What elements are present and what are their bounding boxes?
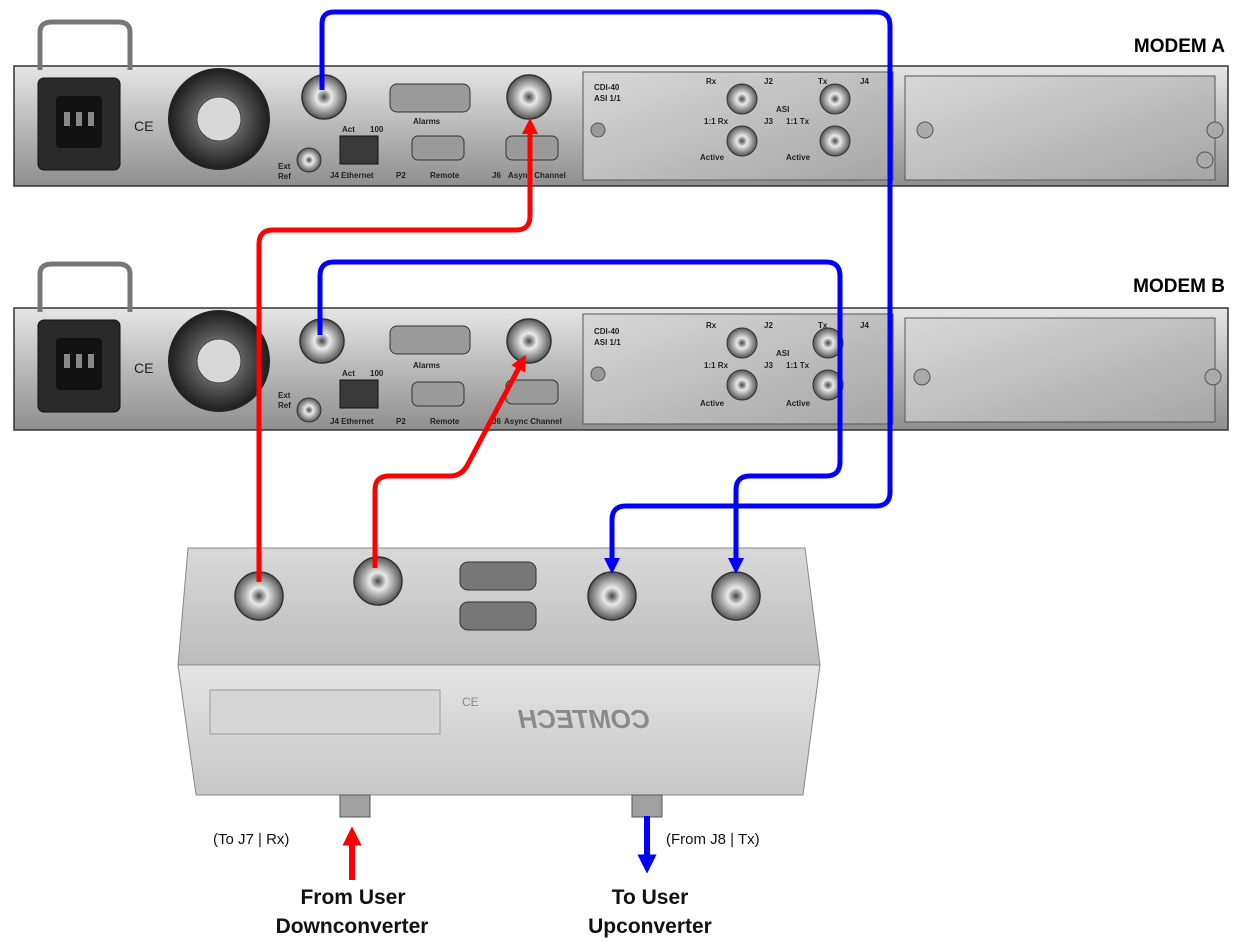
tx-to-label: To User	[612, 886, 689, 909]
modem-a-alarms-port	[390, 84, 470, 112]
svg-text:J4 Ethernet: J4 Ethernet	[330, 417, 374, 426]
svg-text:100: 100	[370, 369, 384, 378]
switch-box-logo: COMTECH	[517, 704, 650, 734]
svg-text:J3: J3	[764, 117, 773, 126]
switch-box-j4-connector	[712, 572, 760, 620]
switch-box-j3-connector	[588, 572, 636, 620]
svg-text:Act: Act	[342, 125, 355, 134]
svg-text:1:1 Rx: 1:1 Rx	[704, 361, 729, 370]
svg-text:ASI 1/1: ASI 1/1	[594, 94, 621, 103]
modem-a-remote-port	[412, 136, 464, 160]
svg-text:Alarms: Alarms	[413, 361, 441, 370]
svg-text:Rx: Rx	[706, 77, 717, 86]
svg-text:1:1 Tx: 1:1 Tx	[786, 117, 810, 126]
tx-hint-label: (From J8 | Tx)	[666, 831, 760, 848]
rx-from-label: From User	[300, 886, 405, 909]
svg-text:Rx: Rx	[706, 321, 717, 330]
svg-text:ASI: ASI	[776, 105, 789, 114]
modem-b-alarms-port	[390, 326, 470, 354]
rx-hint-label: (To J7 | Rx)	[213, 831, 289, 848]
svg-text:CDI-40: CDI-40	[594, 83, 620, 92]
svg-text:CE: CE	[462, 695, 479, 709]
modem-a-rx-connector	[507, 75, 551, 119]
svg-text:Ref: Ref	[278, 401, 291, 410]
svg-text:Ext: Ext	[278, 391, 291, 400]
modem-a-blank-plate	[905, 76, 1215, 180]
svg-text:Active: Active	[786, 399, 811, 408]
svg-text:J4: J4	[860, 77, 869, 86]
svg-text:ASI 1/1: ASI 1/1	[594, 338, 621, 347]
switch-box-serial-port-b	[460, 602, 536, 630]
captions: (To J7 | Rx) From User Downconverter (Fr…	[213, 831, 760, 938]
svg-text:J2: J2	[764, 321, 773, 330]
svg-text:P2: P2	[396, 417, 406, 426]
modem-a-ethernet-port	[340, 136, 378, 164]
modem-b: MODEM B CE Ext Ref Act 100 J4 Ethernet A…	[14, 264, 1228, 430]
switch-box-j2-connector	[354, 557, 402, 605]
svg-text:Remote: Remote	[430, 417, 460, 426]
switch-box: COMTECH CE	[178, 548, 820, 817]
svg-text:100: 100	[370, 125, 384, 134]
switch-box-label-plate	[210, 690, 440, 734]
modem-b-remote-port	[412, 382, 464, 406]
svg-text:Active: Active	[786, 153, 811, 162]
modem-a: MODEM A CE Ext Ref Act 100 J4 Ethernet A…	[14, 22, 1228, 186]
modem-a-handle	[40, 22, 130, 70]
svg-text:Active: Active	[700, 399, 725, 408]
svg-text:ASI: ASI	[776, 349, 789, 358]
svg-text:J6: J6	[492, 171, 501, 180]
svg-text:P2: P2	[396, 171, 406, 180]
modem-a-title: MODEM A	[1134, 36, 1225, 57]
modem-a-ext-ref-connector	[297, 148, 321, 172]
svg-text:J4: J4	[860, 321, 869, 330]
svg-text:J4 Ethernet: J4 Ethernet	[330, 171, 374, 180]
modem-b-ethernet-port	[340, 380, 378, 408]
svg-text:J2: J2	[764, 77, 773, 86]
modem-b-title: MODEM B	[1133, 276, 1225, 297]
switch-box-rx-input	[340, 795, 370, 817]
svg-text:CE: CE	[134, 360, 153, 376]
svg-text:Act: Act	[342, 369, 355, 378]
modem-b-rx-connector	[507, 319, 551, 363]
svg-text:Ext: Ext	[278, 162, 291, 171]
rx-device-label: Downconverter	[276, 915, 429, 938]
svg-text:Async Channel: Async Channel	[504, 417, 562, 426]
tx-device-label: Upconverter	[588, 915, 712, 938]
switch-box-serial-port-a	[460, 562, 536, 590]
svg-text:1:1 Tx: 1:1 Tx	[786, 361, 810, 370]
svg-text:Tx: Tx	[818, 77, 828, 86]
svg-text:CDI-40: CDI-40	[594, 327, 620, 336]
modem-b-handle	[40, 264, 130, 312]
modem-b-ext-ref-connector	[297, 398, 321, 422]
svg-text:Active: Active	[700, 153, 725, 162]
svg-text:Async Channel: Async Channel	[508, 171, 566, 180]
svg-text:Alarms: Alarms	[413, 117, 441, 126]
svg-text:J3: J3	[764, 361, 773, 370]
svg-text:Remote: Remote	[430, 171, 460, 180]
modem-b-blank-plate	[905, 318, 1215, 422]
svg-text:1:1 Rx: 1:1 Rx	[704, 117, 729, 126]
switch-box-tx-output	[632, 795, 662, 817]
svg-text:Ref: Ref	[278, 172, 291, 181]
svg-text:CE: CE	[134, 118, 153, 134]
modem-b-async-port	[506, 380, 558, 404]
